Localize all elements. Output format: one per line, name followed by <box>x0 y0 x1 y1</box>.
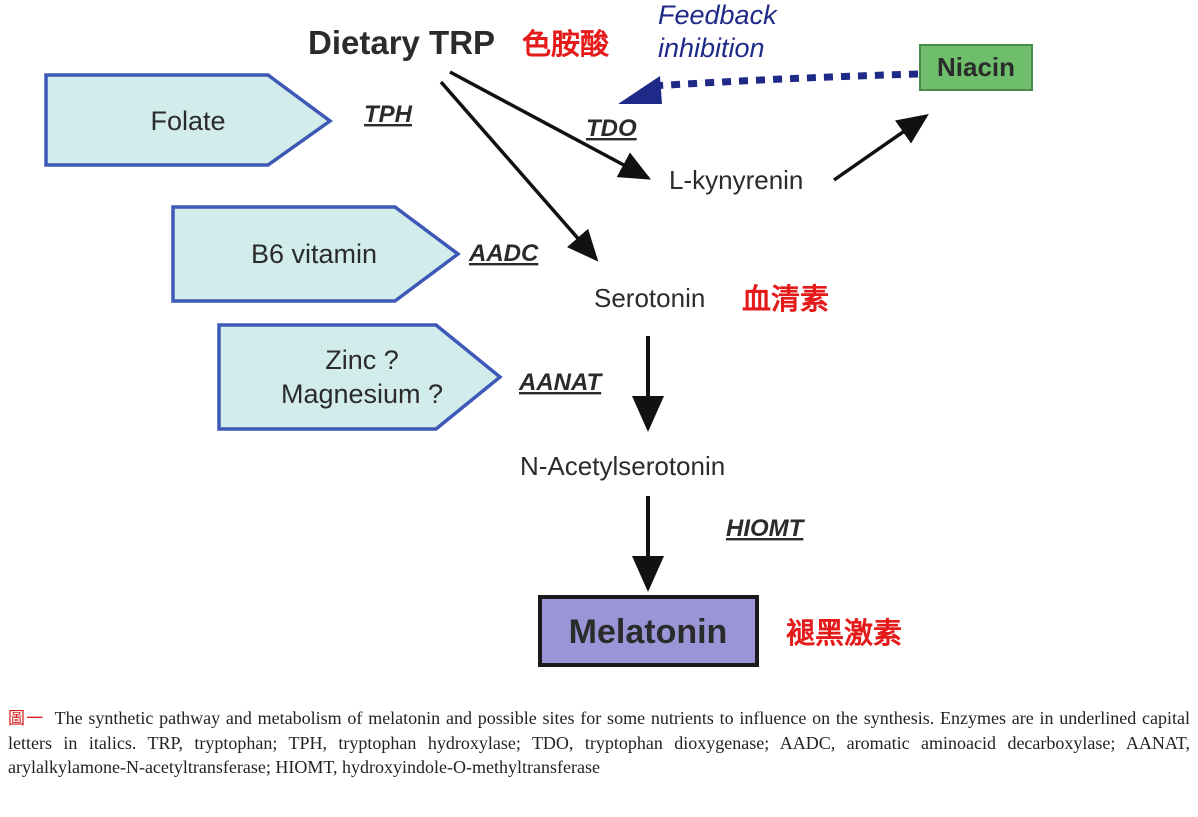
niacin-box <box>919 44 1033 91</box>
enzyme-aanat: AANAT <box>518 369 604 396</box>
feedback-label-line2: inhibition <box>658 33 765 63</box>
enzyme-tph: TPH <box>364 101 413 128</box>
enzyme-tdo: TDO <box>586 115 637 142</box>
b6-vitamin-label: B6 vitamin <box>251 239 377 269</box>
b6-vitamin-shape <box>171 205 461 303</box>
zinc-label: Zinc ? <box>325 345 399 375</box>
serotonin-chinese: 血清素 <box>742 282 829 316</box>
feedback-inhibition-line <box>651 70 919 90</box>
l-kynurenine-label: L-kynyrenin <box>669 165 803 195</box>
figure-caption-text: The synthetic pathway and metabolism of … <box>8 708 1191 777</box>
enzyme-aadc: AADC <box>468 240 539 267</box>
enzyme-hiomt: HIOMT <box>726 515 806 542</box>
melatonin-chinese: 褪黑激素 <box>786 616 902 650</box>
feedback-inhibition-arrowhead <box>618 76 662 104</box>
dietary-trp-chinese: 色胺酸 <box>522 27 610 61</box>
niacin-label: Niacin <box>937 52 1015 82</box>
figure-caption-label: 圖一 <box>8 709 45 729</box>
folate-shape <box>44 73 333 167</box>
feedback-label-line1: Feedback <box>658 0 778 30</box>
zinc-magnesium-shape <box>217 323 503 431</box>
dietary-trp-label: Dietary TRP <box>308 24 495 61</box>
melatonin-box <box>538 595 759 667</box>
melatonin-label: Melatonin <box>569 613 728 651</box>
arrow-trp-to-kynurenine <box>449 70 652 180</box>
magnesium-label: Magnesium ? <box>281 379 443 409</box>
arrow-kynurenine-to-niacin <box>833 114 929 182</box>
folate-label: Folate <box>150 106 225 136</box>
arrow-trp-to-serotonin <box>439 80 599 262</box>
serotonin-label: Serotonin <box>594 283 705 313</box>
n-acetylserotonin-label: N-Acetylserotonin <box>520 451 725 481</box>
